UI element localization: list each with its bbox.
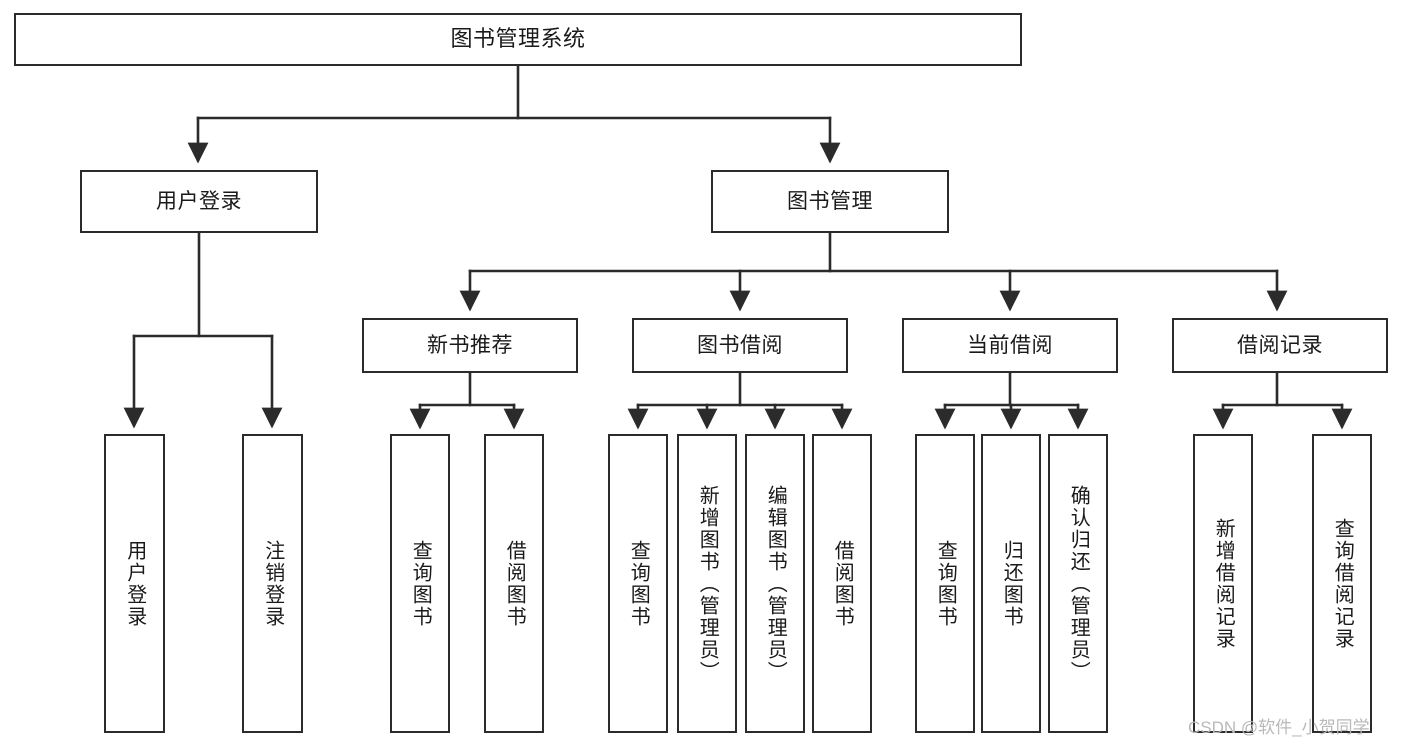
leaf-borrow-book-1-label: 借阅图书 [503,539,526,628]
leaf-confirm-return[interactable]: 确认归还（管理员） [1048,434,1108,733]
leaf-edit-book[interactable]: 编辑图书（管理员） [745,434,805,733]
leaf-borrow-book-2-label: 借阅图书 [831,539,854,628]
node-user-login[interactable]: 用户登录 [80,170,318,233]
leaf-return-book[interactable]: 归还图书 [981,434,1041,733]
node-root[interactable]: 图书管理系统 [14,13,1022,66]
leaf-query-book-3-label: 查询图书 [934,539,957,628]
leaf-query-record[interactable]: 查询借阅记录 [1312,434,1372,733]
leaf-confirm-return-label: 确认归还（管理员） [1067,484,1090,683]
leaf-borrow-book-2[interactable]: 借阅图书 [812,434,872,733]
leaf-user-login-label: 用户登录 [123,539,146,628]
leaf-logout-label: 注销登录 [261,539,284,628]
leaf-borrow-book-1[interactable]: 借阅图书 [484,434,544,733]
leaf-query-book-1-label: 查询图书 [409,539,432,628]
node-borrow-record-label: 借阅记录 [1237,333,1323,357]
node-book-manage[interactable]: 图书管理 [711,170,949,233]
node-new-book-recommend-label: 新书推荐 [427,333,513,357]
csdn-watermark: CSDN @软件_小贺同学 [1188,718,1370,737]
leaf-edit-book-label: 编辑图书（管理员） [764,484,787,683]
node-book-manage-label: 图书管理 [787,189,873,213]
leaf-add-book[interactable]: 新增图书（管理员） [677,434,737,733]
leaf-query-record-label: 查询借阅记录 [1331,517,1354,650]
leaf-query-book-3[interactable]: 查询图书 [915,434,975,733]
node-current-borrow-label: 当前借阅 [967,333,1053,357]
node-current-borrow[interactable]: 当前借阅 [902,318,1118,373]
node-root-label: 图书管理系统 [450,26,586,52]
leaf-logout[interactable]: 注销登录 [242,434,303,733]
node-borrow-record[interactable]: 借阅记录 [1172,318,1388,373]
leaf-user-login[interactable]: 用户登录 [104,434,165,733]
leaf-add-record[interactable]: 新增借阅记录 [1193,434,1253,733]
node-new-book-recommend[interactable]: 新书推荐 [362,318,578,373]
node-user-login-label: 用户登录 [156,189,242,213]
leaf-query-book-1[interactable]: 查询图书 [390,434,450,733]
leaf-return-book-label: 归还图书 [1000,539,1023,628]
leaf-add-book-label: 新增图书（管理员） [696,484,719,683]
leaf-query-book-2-label: 查询图书 [627,539,650,628]
leaf-query-book-2[interactable]: 查询图书 [608,434,668,733]
leaf-add-record-label: 新增借阅记录 [1212,517,1235,650]
node-book-borrow[interactable]: 图书借阅 [632,318,848,373]
node-book-borrow-label: 图书借阅 [697,333,783,357]
